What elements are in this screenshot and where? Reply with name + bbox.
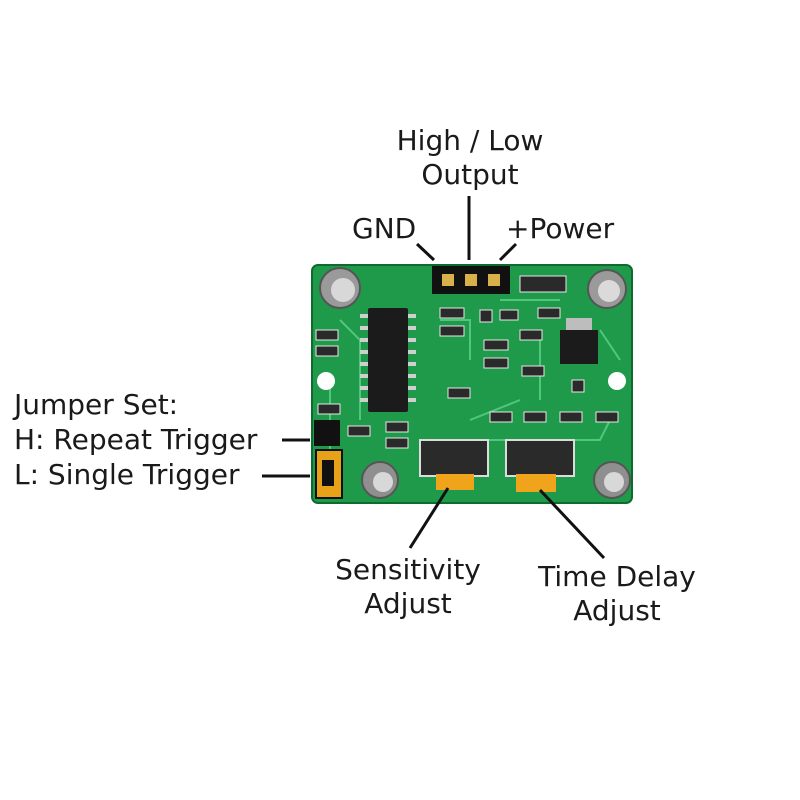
mounting-hole [608,372,626,390]
label-time-delay-line2: Adjust [573,594,661,627]
voltage-regulator [560,318,598,364]
ic-chip [360,308,416,412]
leader-sensitivity [408,487,450,549]
capacitor-top-left [319,267,361,309]
leader-power [498,242,518,262]
label-jumper-l: L: Single Trigger [14,458,240,491]
smd-components [315,275,619,449]
capacitor-bottom-right [593,461,631,499]
label-jumper-h: H: Repeat Trigger [14,423,258,456]
label-high-low-line1: High / Low [396,124,544,157]
leader-time-delay [538,488,606,560]
label-power: +Power [506,212,615,245]
leader-gnd [415,242,436,262]
label-time-delay-line1: Time Delay [538,560,696,593]
label-sensitivity-adjust: Sensitivity Adjust [318,553,498,621]
label-high-low-output: High / Low Output [380,124,560,192]
label-sensitivity-line1: Sensitivity [335,553,481,586]
label-gnd: GND [352,212,417,245]
label-sensitivity-line2: Adjust [364,587,452,620]
sensitivity-pot [419,439,489,490]
capacitor-bottom-left [361,461,399,499]
mounting-hole [317,372,335,390]
leader-lines [262,196,606,560]
header-pins [432,266,510,294]
label-high-low-line2: Output [421,158,519,191]
jumper [314,420,343,499]
time-delay-pot [505,439,575,492]
capacitor-top-right [587,269,627,309]
label-jumper-title: Jumper Set: [14,388,179,421]
label-time-delay-adjust: Time Delay Adjust [522,560,712,628]
